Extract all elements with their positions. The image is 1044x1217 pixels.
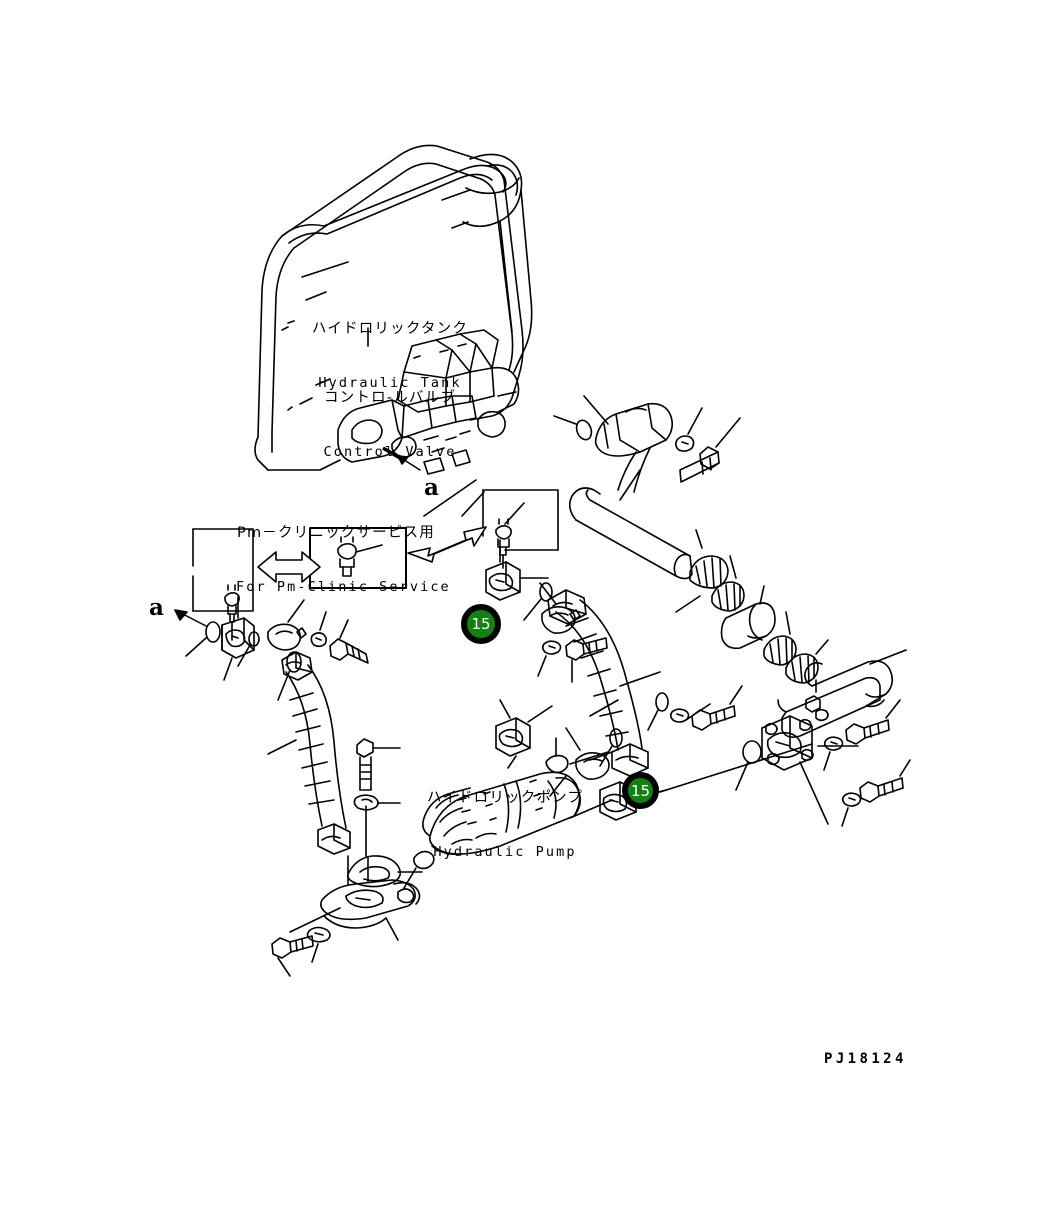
callout-badge-15-upper[interactable]: 15	[461, 604, 501, 644]
label-control-valve-en: Control Valve	[323, 443, 457, 460]
label-pm-clinic-jp: Pm－クリニックサービス用	[237, 524, 435, 541]
hydraulic-pump-body	[403, 737, 609, 889]
label-control-valve: コントロ-ルバルブ Control Valve	[300, 352, 480, 498]
right-elbow-fitting	[594, 402, 674, 493]
leader-pump-label	[507, 755, 517, 769]
leader-aux-4	[527, 705, 553, 723]
right-main-tube	[568, 469, 693, 580]
port-block-oring	[735, 740, 762, 791]
bottom-left-bolt	[271, 935, 314, 977]
callout-number: 15	[471, 615, 491, 633]
bottom-left-flange	[289, 855, 421, 941]
label-hydraulic-tank: ハイドロリックタンク Hydraulic Tank	[300, 283, 480, 429]
center-bolt	[565, 637, 608, 683]
control-valve-assembly	[337, 329, 520, 475]
right-oring-small	[553, 415, 593, 441]
leader-aux-1	[675, 595, 701, 613]
bottom-left-washer	[306, 926, 331, 963]
aux-washer-center	[669, 708, 690, 723]
leader-detail-right-b	[461, 491, 485, 517]
center-oring-a	[523, 582, 553, 621]
pump-port-block	[761, 649, 907, 825]
center-clamp-half	[539, 582, 581, 634]
port-washer-a	[823, 736, 844, 771]
right-sleeve	[720, 585, 776, 650]
detail-box-left	[192, 528, 254, 612]
center-upper-flange	[485, 539, 549, 601]
right-elbow-bolt	[679, 417, 741, 483]
hydraulic-tank-outline	[254, 144, 533, 471]
aux-bolt-center	[691, 685, 743, 731]
leader-pump-to-block	[659, 743, 813, 793]
left-bolt	[329, 619, 369, 664]
label-hydraulic-pump: ハイドロリックポンプ Hydraulic Pump	[420, 752, 590, 898]
clamp-bracket	[346, 805, 423, 888]
clamp-washer	[353, 794, 401, 811]
detail-center-nipple	[337, 536, 383, 577]
port-washer-b	[841, 792, 862, 827]
center-washer	[537, 640, 562, 677]
leader-right-elbow	[583, 395, 609, 425]
right-nut-4	[785, 639, 829, 684]
port-bolt-a	[845, 699, 901, 745]
left-washer	[310, 611, 327, 648]
ref-letter-a-valve: a	[424, 474, 439, 501]
label-hydraulic-tank-jp: ハイドロリックタンク	[311, 320, 469, 337]
port-bolt-b	[859, 759, 911, 803]
right-nut-3	[763, 611, 797, 666]
clamp-bolt-upper	[356, 738, 401, 791]
aux-oring-center	[647, 692, 669, 731]
leader-detail-right-a	[423, 479, 477, 517]
left-flange-clamp	[221, 596, 255, 681]
aux-flange-left	[495, 699, 531, 757]
label-hydraulic-pump-jp: ハイドロリックポンプ	[426, 789, 584, 806]
label-hydraulic-tank-en: Hydraulic Tank	[318, 374, 462, 391]
left-oring-a	[185, 621, 221, 657]
callout-badge-15-lower[interactable]: 15	[622, 772, 659, 809]
drawing-number: PJ18124	[824, 1051, 907, 1067]
center-hose-upper	[547, 589, 661, 777]
label-hydraulic-pump-en: Hydraulic Pump	[433, 843, 577, 860]
label-pm-clinic-en: For Pm-Clinic Service	[236, 578, 451, 595]
double-arrow-right	[407, 526, 487, 563]
left-clamp-half-a	[267, 599, 307, 651]
leader-aux-3	[589, 699, 619, 717]
right-nut-2	[711, 555, 745, 612]
right-nut-1	[689, 529, 729, 589]
label-control-valve-jp: コントロ-ルバルブ	[323, 389, 457, 406]
left-oring-b	[237, 631, 260, 667]
callout-number: 15	[630, 781, 651, 800]
right-elbow-oring	[675, 407, 703, 452]
ref-a-detail-arrow	[174, 609, 207, 627]
detail-box-right	[482, 489, 559, 551]
flexible-hose-left	[267, 651, 351, 855]
double-arrow-left	[257, 551, 321, 583]
leader-pump-callout	[569, 799, 613, 819]
ref-a-valve-arrow	[382, 446, 421, 471]
ref-letter-a-detail: a	[149, 594, 164, 621]
pump-side-oring	[599, 728, 623, 767]
label-pm-clinic-service: Pm－クリニックサービス用 For Pm-Clinic Service	[236, 487, 451, 633]
